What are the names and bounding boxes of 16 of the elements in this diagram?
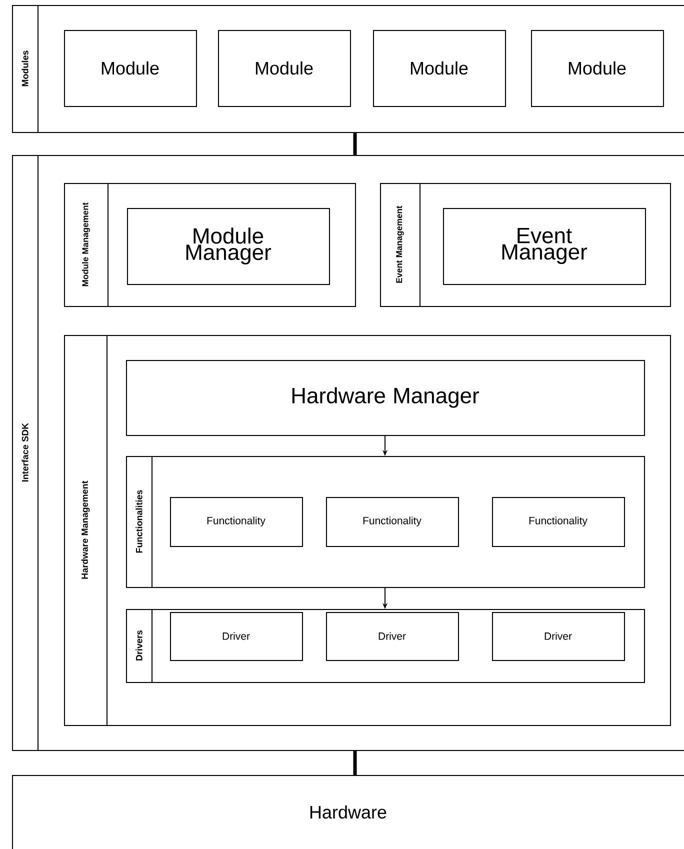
component-box: Functionality [492,497,625,547]
component-box: Event Manager [443,208,646,285]
component-box: Module [531,30,664,107]
connector [353,133,357,155]
component-box: Driver [326,612,459,661]
component-box: Module [373,30,506,107]
component-box: Hardware [12,775,684,849]
component-box: Hardware Manager [126,360,645,436]
component-box: Module [64,30,197,107]
component-box: Driver [492,612,625,661]
component-box: Functionality [326,497,459,547]
component-box: Functionality [170,497,303,547]
component-box: Driver [170,612,303,661]
component-box: Module Manager [127,208,330,285]
component-box: Module [218,30,351,107]
connector [353,751,357,775]
